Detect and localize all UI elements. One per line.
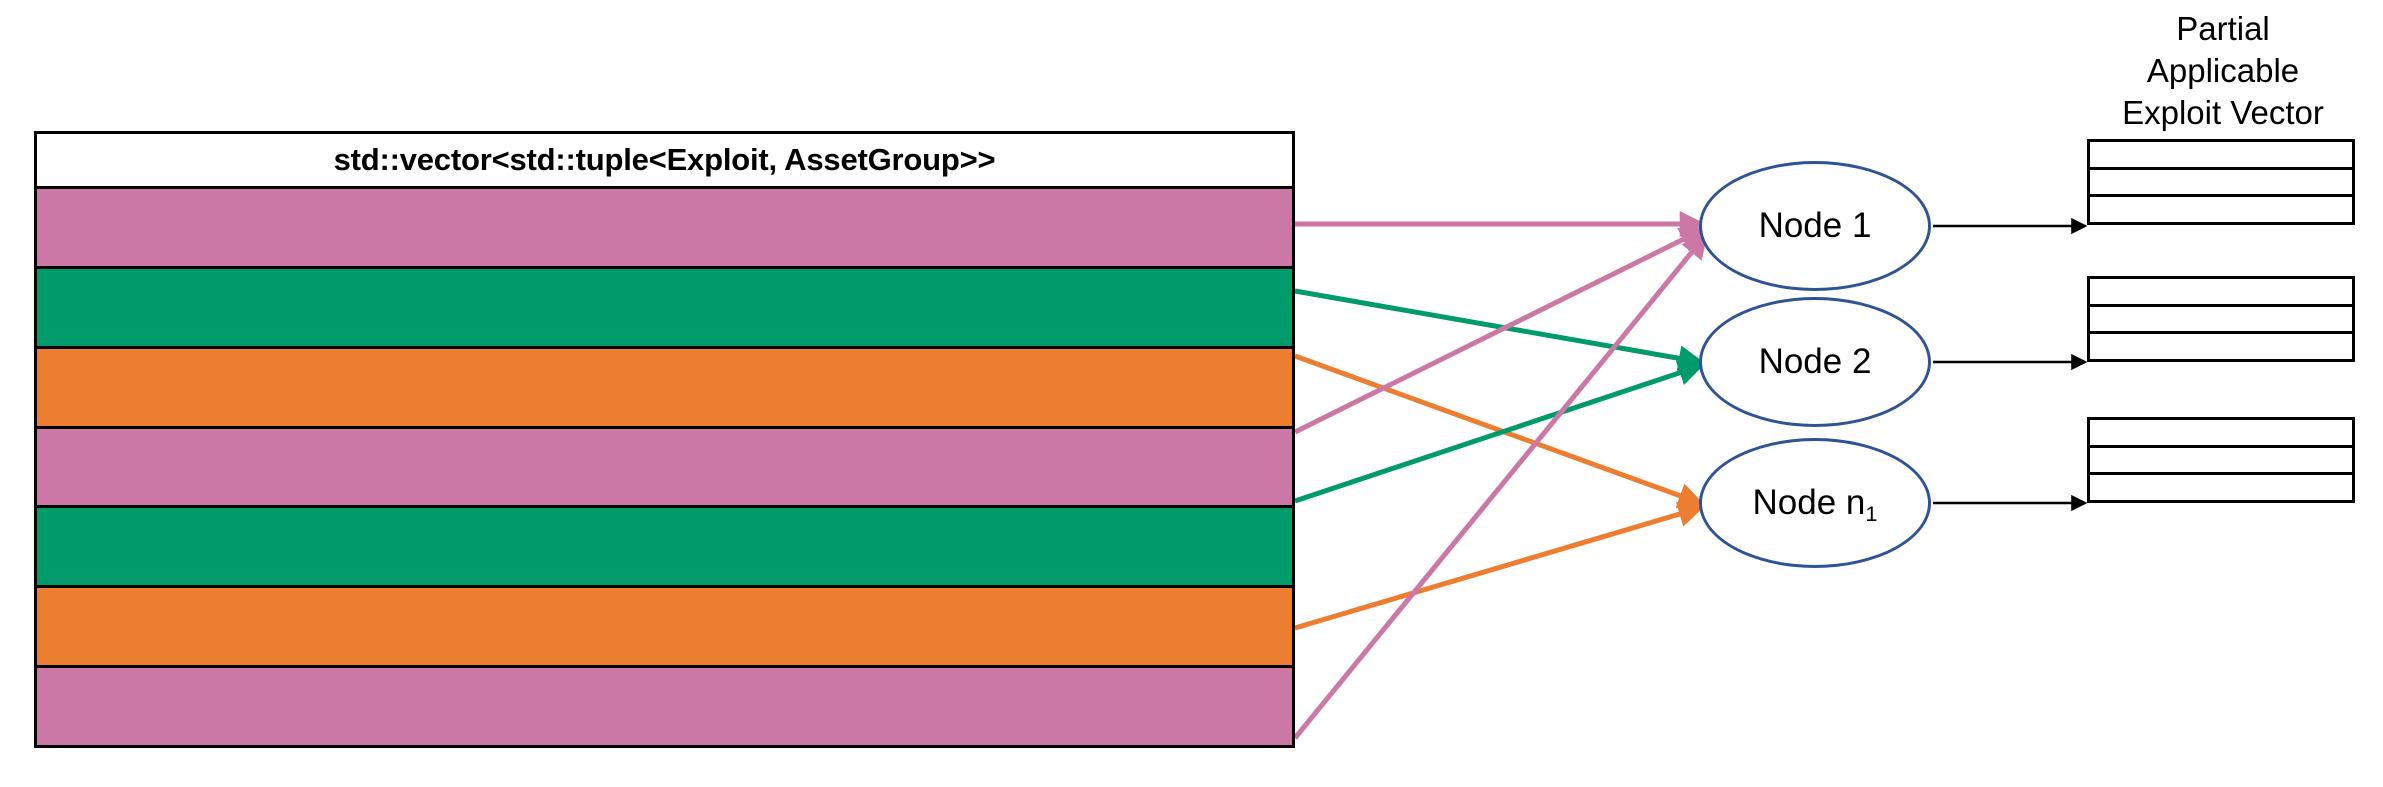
partial-vector-cell[interactable] — [2090, 420, 2352, 448]
partial-vector-cell[interactable] — [2090, 142, 2352, 170]
partial-applicable-exploit-vector-title: Partial Applicable Exploit Vector — [2063, 8, 2383, 135]
table-row[interactable] — [37, 668, 1292, 746]
partial-vector-cell[interactable] — [2090, 307, 2352, 335]
partial-vector-cell[interactable] — [2090, 279, 2352, 307]
node-1-label: Node 1 — [1758, 206, 1872, 245]
node-n1-subscript: 1 — [1865, 500, 1878, 526]
node-2-ellipse[interactable]: Node 2 — [1699, 297, 1931, 427]
table-row[interactable] — [37, 588, 1292, 669]
partial-vector-cell[interactable] — [2090, 448, 2352, 476]
pae-title-line-2: Applicable — [2146, 52, 2300, 90]
edge-row5-noden — [1294, 501, 1705, 631]
edge-row4-node2 — [1294, 360, 1705, 504]
edge-row1-node2 — [1294, 288, 1705, 372]
partial-vector-box-node-2 — [2087, 276, 2355, 362]
node-1-ellipse[interactable]: Node 1 — [1699, 161, 1931, 291]
table-row[interactable] — [37, 189, 1292, 269]
table-row[interactable] — [37, 268, 1292, 349]
node-n1-label: Node n1 — [1752, 483, 1878, 526]
table-row[interactable] — [37, 348, 1292, 429]
edge-row3-node1 — [1293, 227, 1707, 435]
vector-table-header: std::vector<std::tuple<Exploit, AssetGro… — [37, 134, 1292, 189]
partial-vector-cell[interactable] — [2090, 334, 2352, 359]
partial-vector-box-node-1 — [2087, 139, 2355, 225]
pae-title-line-3: Exploit Vector — [2122, 94, 2324, 132]
edge-row6-node1 — [1293, 232, 1708, 740]
pae-title-line-1: Partial — [2176, 10, 2270, 47]
partial-vector-cell[interactable] — [2090, 475, 2352, 500]
table-row[interactable] — [37, 508, 1292, 589]
partial-vector-cell[interactable] — [2090, 170, 2352, 198]
partial-vector-box-node-n1 — [2087, 417, 2355, 503]
partial-vector-cell[interactable] — [2090, 197, 2352, 222]
table-row[interactable] — [37, 428, 1292, 509]
exploit-assetgroup-vector-table: std::vector<std::tuple<Exploit, AssetGro… — [34, 131, 1295, 748]
edge-row2-noden — [1294, 353, 1705, 508]
vector-table-header-label: std::vector<std::tuple<Exploit, AssetGro… — [333, 142, 996, 177]
node-2-label: Node 2 — [1758, 342, 1872, 381]
node-n1-ellipse[interactable]: Node n1 — [1699, 438, 1931, 568]
